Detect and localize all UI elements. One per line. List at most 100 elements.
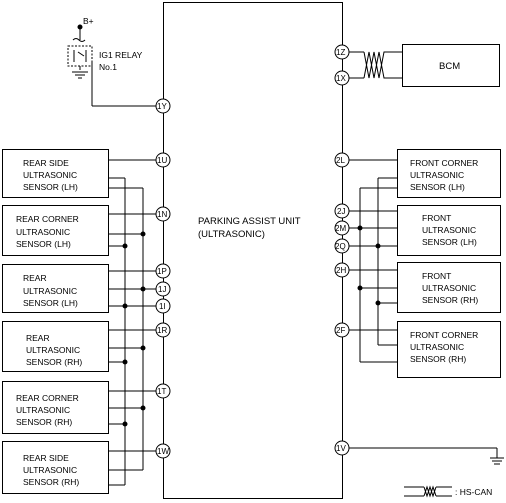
left-pins: 1Y 1U 1N 1P 1J 1I 1R 1T 1W (155, 98, 171, 459)
right-sensor-labels: FRONT CORNER ULTRASONIC SENSOR (LH) FRON… (410, 158, 478, 364)
svg-text:1P: 1P (157, 267, 167, 276)
front-rh-line3: SENSOR (RH) (422, 295, 478, 305)
sensor-box-rear-rh (2, 321, 109, 372)
bcm-label: BCM (439, 61, 460, 72)
rear-side-lh-line2: ULTRASONIC (23, 170, 77, 180)
svg-text:2Q: 2Q (335, 242, 346, 251)
front-corner-rh-line2: ULTRASONIC (410, 342, 464, 352)
rear-lh-line3: SENSOR (LH) (23, 298, 78, 308)
svg-text:1V: 1V (336, 444, 346, 453)
legend-label: : HS-CAN (455, 487, 492, 497)
rear-side-lh-line1: REAR SIDE (23, 158, 69, 168)
pin-1n: 1N (155, 206, 171, 222)
svg-text:1R: 1R (157, 326, 167, 335)
sensor-box-front-corner-lh (397, 149, 501, 198)
rear-corner-rh-line1: REAR CORNER (16, 393, 79, 403)
svg-text:2J: 2J (337, 207, 345, 216)
rear-corner-lh-line2: ULTRASONIC (16, 227, 70, 237)
front-lh-line3: SENSOR (LH) (422, 237, 477, 247)
front-corner-lh-line1: FRONT CORNER (410, 158, 478, 168)
right-wiring (349, 159, 397, 363)
pin-1w: 1W (155, 443, 171, 459)
front-corner-lh-line3: SENSOR (LH) (410, 182, 465, 192)
unit-label-line2: (ULTRASONIC) (198, 229, 265, 240)
relay-coil-icon (72, 38, 86, 42)
power-supply: B+ IG1 RELAY No.1 (67, 16, 157, 107)
front-rh-line2: ULTRASONIC (422, 283, 476, 293)
rear-lh-line1: REAR (23, 273, 47, 283)
right-pins: 1Z 1X 2L 2J 2M 2Q 2H 2F 1V (334, 44, 350, 456)
svg-text:1X: 1X (336, 74, 346, 83)
svg-text:1Y: 1Y (157, 102, 167, 111)
sensor-box-rear-side-rh (2, 441, 109, 494)
pin-1v: 1V (334, 440, 350, 456)
svg-text:1N: 1N (157, 210, 167, 219)
right-sensor-boxes (397, 149, 501, 378)
left-sensor-boxes (2, 149, 109, 494)
relay-label-line2: No.1 (99, 62, 117, 72)
rear-corner-rh-line2: ULTRASONIC (16, 405, 70, 415)
pin-1y: 1Y (155, 98, 171, 114)
ground-icon (490, 457, 504, 465)
svg-text:2L: 2L (336, 156, 345, 165)
svg-text:1I: 1I (159, 302, 166, 311)
front-corner-rh-line3: SENSOR (RH) (410, 354, 466, 364)
pin-1u: 1U (155, 152, 171, 168)
svg-text:2M: 2M (335, 224, 346, 233)
parking-assist-unit-box (163, 2, 343, 499)
pin-1j: 1J (155, 281, 171, 297)
front-lh-line2: ULTRASONIC (422, 225, 476, 235)
sensor-box-rear-corner-lh (2, 205, 109, 256)
rear-side-rh-line1: REAR SIDE (23, 453, 69, 463)
left-sensor-labels: REAR SIDE ULTRASONIC SENSOR (LH) REAR CO… (16, 158, 82, 487)
rear-rh-line3: SENSOR (RH) (26, 357, 82, 367)
front-corner-rh-line1: FRONT CORNER (410, 330, 478, 340)
pin-1x: 1X (334, 70, 350, 86)
twisted-pair-wire-b (363, 51, 386, 79)
unit-label-line1: PARKING ASSIST UNIT (198, 216, 301, 227)
svg-text:2F: 2F (336, 326, 345, 335)
pin-2l: 2L (334, 152, 350, 168)
pin-1p: 1P (155, 263, 171, 279)
pin-1t: 1T (155, 383, 171, 399)
rear-corner-rh-line3: SENSOR (RH) (16, 417, 72, 427)
relay-switch-icon (73, 50, 87, 62)
power-junction-dot (77, 24, 83, 30)
rear-side-rh-line2: ULTRASONIC (23, 465, 77, 475)
svg-text:1U: 1U (157, 156, 167, 165)
pin-2q: 2Q (334, 238, 350, 254)
sensor-box-rear-side-lh (2, 149, 109, 198)
pin-2j: 2J (334, 203, 350, 219)
sensor-box-front-corner-rh (397, 321, 501, 378)
svg-text:1T: 1T (157, 387, 166, 396)
b-plus-label: B+ (83, 16, 94, 26)
relay-label-line1: IG1 RELAY (99, 50, 143, 60)
rear-lh-line2: ULTRASONIC (23, 286, 77, 296)
legend: : HS-CAN (404, 485, 492, 498)
bcm-box (402, 44, 500, 87)
svg-text:2H: 2H (336, 266, 346, 275)
sensor-box-front-lh (397, 205, 501, 256)
left-wiring (108, 159, 157, 486)
rear-side-rh-line3: SENSOR (RH) (23, 477, 79, 487)
rear-side-lh-line3: SENSOR (LH) (23, 182, 78, 192)
ground-connection (349, 447, 504, 465)
pin-2h: 2H (334, 262, 350, 278)
pin-1r: 1R (155, 322, 171, 338)
relay-fuse-box (67, 45, 93, 67)
svg-text:1J: 1J (158, 285, 166, 294)
svg-text:1Z: 1Z (336, 48, 345, 57)
front-corner-lh-line2: ULTRASONIC (410, 170, 464, 180)
pin-2m: 2M (334, 220, 350, 236)
rear-corner-lh-line1: REAR CORNER (16, 214, 79, 224)
rear-corner-lh-line3: SENSOR (LH) (16, 239, 71, 249)
sensor-box-front-rh (397, 262, 501, 313)
relay-ground-icon (72, 71, 88, 79)
front-rh-line1: FRONT (422, 271, 451, 281)
legend-twisted-pair-icon (423, 485, 437, 498)
pin-2f: 2F (334, 322, 350, 338)
front-lh-line1: FRONT (422, 213, 451, 223)
pin-1z: 1Z (334, 44, 350, 60)
